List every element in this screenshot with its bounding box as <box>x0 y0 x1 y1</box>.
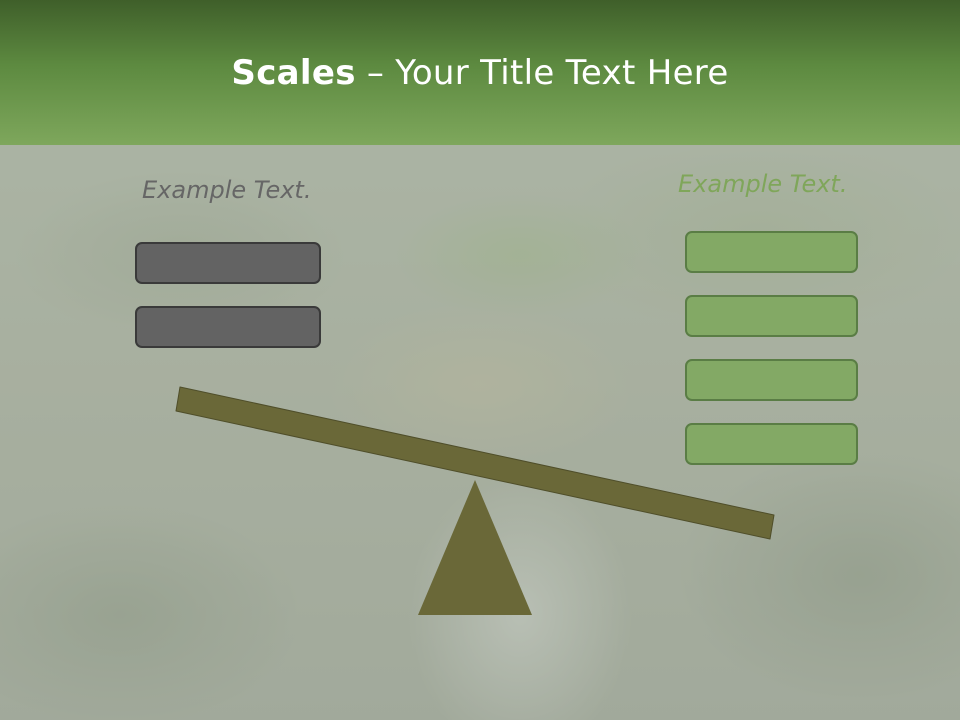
right-caption: Example Text. <box>678 170 848 198</box>
right-text-box-1[interactable] <box>685 231 858 273</box>
title-strong: Scales <box>231 52 356 93</box>
title-rest: – Your Title Text Here <box>355 52 729 93</box>
slide-title: Scales – Your Title Text Here <box>231 53 728 93</box>
right-text-box-3[interactable] <box>685 359 858 401</box>
right-text-box-4[interactable] <box>685 423 858 465</box>
left-text-box-2[interactable] <box>135 306 321 348</box>
right-text-box-2[interactable] <box>685 295 858 337</box>
left-caption: Example Text. <box>142 176 312 204</box>
title-bar: Scales – Your Title Text Here <box>0 0 960 145</box>
left-text-box-1[interactable] <box>135 242 321 284</box>
